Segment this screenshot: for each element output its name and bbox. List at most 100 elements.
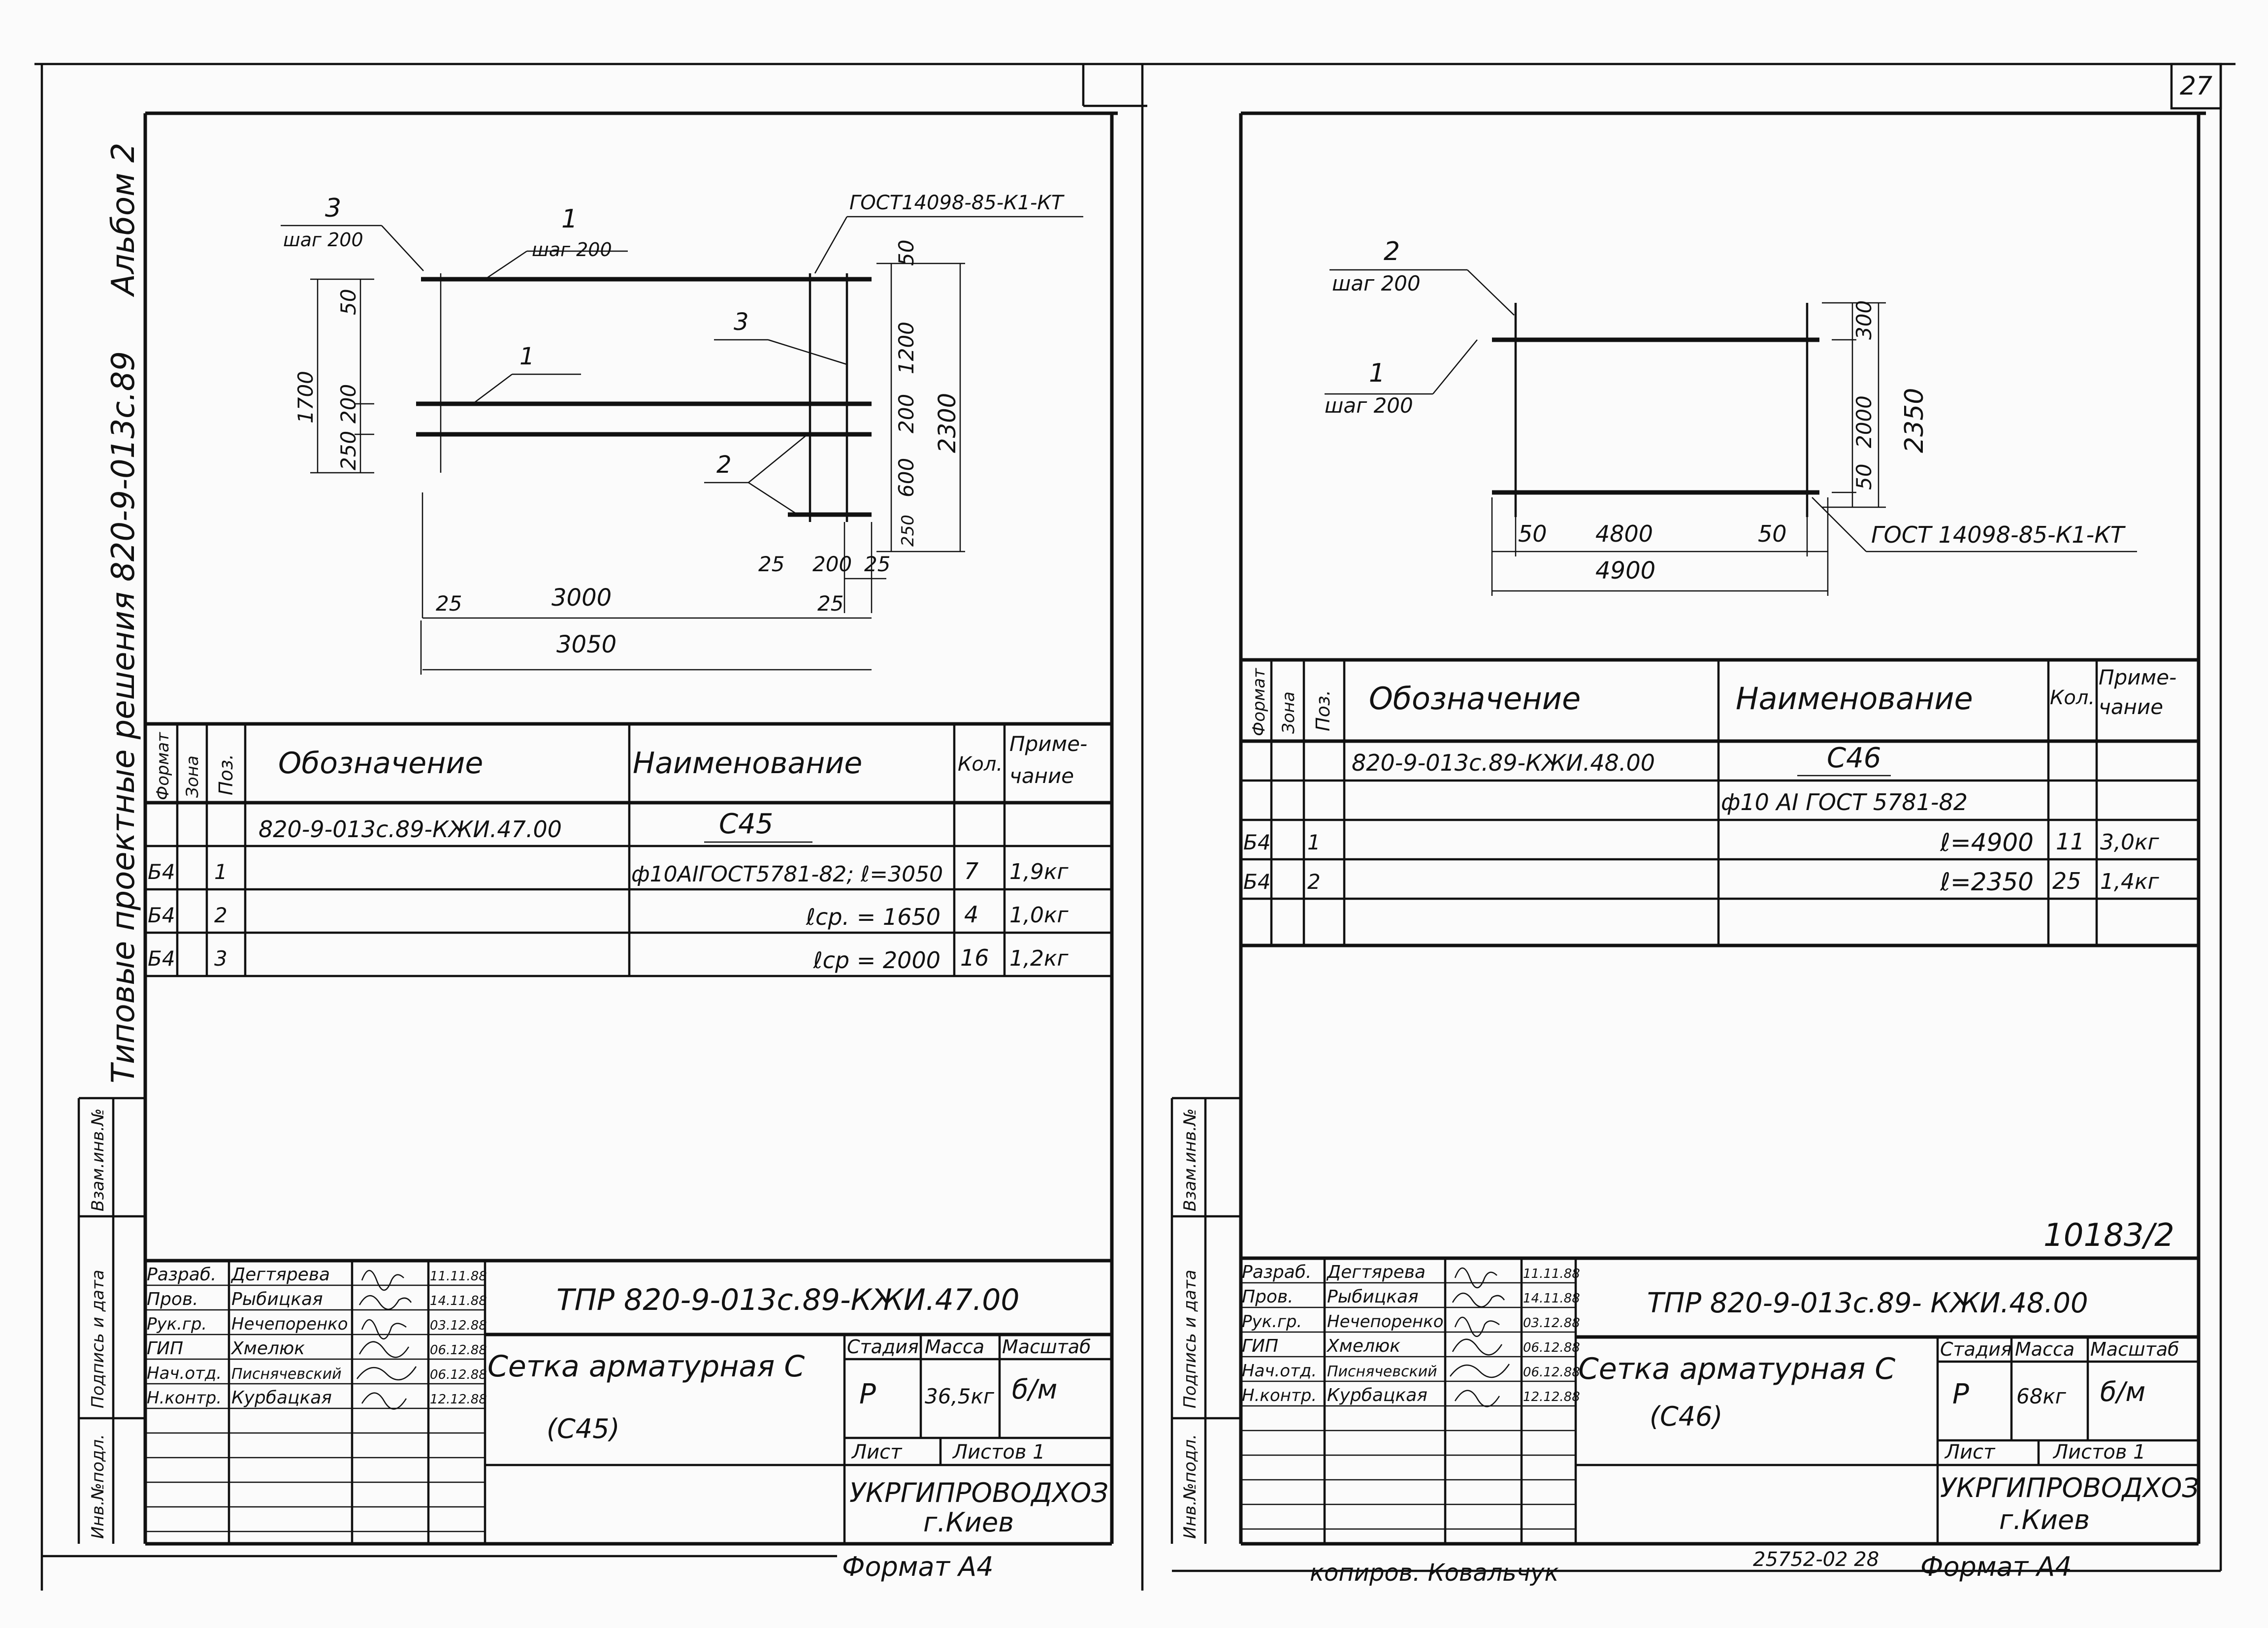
left-mass: 36,5кг xyxy=(925,1384,995,1408)
right-dim-250: 250 xyxy=(898,515,918,547)
left-scale: б/м xyxy=(1012,1374,1057,1405)
right-inv-label: Инв.№подл. xyxy=(1180,1434,1200,1539)
right-pos2-num: 2 xyxy=(1384,237,1400,266)
right-title-block: ТПР 820-9-013с.89- КЖИ.48.00 Сетка армат… xyxy=(1241,1256,2199,1544)
right-sheets-label: Листов 1 xyxy=(2052,1441,2146,1464)
left-title-2: (С45) xyxy=(547,1413,620,1444)
left-name-3: Хмелюк xyxy=(230,1338,305,1359)
right-role-1: Пров. xyxy=(1242,1287,1294,1307)
bottom-dim-3000: 3000 xyxy=(551,584,612,612)
left-row3-note: 1,0кг xyxy=(1009,903,1069,928)
right-hdr-note-1: Приме- xyxy=(2099,665,2176,689)
album-label: Альбом 2 xyxy=(105,143,142,297)
left-date-0: 11.11.88 xyxy=(430,1269,487,1284)
left-row3-name: ℓср. = 1650 xyxy=(806,904,940,930)
left-hdr-note-1: Приме- xyxy=(1009,732,1087,756)
r-row3-name: ℓ=4900 xyxy=(1940,828,2034,857)
right-title-2: (С46) xyxy=(1650,1401,1723,1432)
left-stage: Р xyxy=(859,1378,876,1410)
r-row4-note: 1,4кг xyxy=(2100,869,2160,894)
r-row2-name: ф10 АI ГОСТ 5781-82 xyxy=(1721,789,1968,815)
left-hdr-format: Формат xyxy=(153,732,173,800)
right-pos2-step: шаг 200 xyxy=(1332,271,1421,295)
left-row1-designation: 820-9-013с.89-КЖИ.47.00 xyxy=(259,816,562,843)
right-mesh-drawing: 300 2000 50 2350 50 4800 50 4900 2 шаг 2… xyxy=(1325,237,2137,596)
right-date-5: 12.12.88 xyxy=(1523,1390,1580,1404)
r-row3-note: 3,0кг xyxy=(2100,830,2160,855)
bottom-dim-b2: 200 xyxy=(812,552,852,576)
album-margin-label: Альбом 2 Типовые проектные решения 820-9… xyxy=(105,143,142,1083)
left-spec-table: Формат Зона Поз. Обозначение Наименовани… xyxy=(145,722,1112,977)
left-role-0: Разраб. xyxy=(147,1265,216,1285)
right-hdr-scale: Масштаб xyxy=(2090,1338,2179,1360)
right-format-label: Формат А4 xyxy=(1920,1551,2072,1582)
left-role-3: ГИП xyxy=(147,1338,183,1359)
right-gost: ГОСТ 14098-85-К1-КТ xyxy=(1871,521,2126,548)
left-hdr-zone: Зона xyxy=(183,755,202,798)
right-dim-50: 50 xyxy=(894,240,918,266)
left-org-2: г.Киев xyxy=(923,1507,1014,1538)
r-dim-300: 300 xyxy=(1852,300,1876,340)
bottom-dim-b4: 25 xyxy=(817,591,843,616)
right-podpis-label: Подпись и дата xyxy=(1180,1270,1200,1408)
right-dim-1200: 1200 xyxy=(894,322,918,374)
left-leader3: 3 xyxy=(734,308,749,336)
left-name-4: Писнячевский xyxy=(231,1366,342,1383)
right-pos1-step: шаг 200 xyxy=(1325,393,1413,418)
right-dim-600: 600 xyxy=(894,458,918,497)
right-name-3: Хмелюк xyxy=(1326,1336,1400,1356)
left-name-0: Дегтярева xyxy=(230,1265,330,1285)
left-row2-name: ф10АIГОСТ5781-82; ℓ=3050 xyxy=(631,862,943,887)
right-date-2: 03.12.88 xyxy=(1523,1316,1580,1331)
right-hdr-name: Наименование xyxy=(1736,681,1973,716)
left-doc-code: ТПР 820-9-013с.89-КЖИ.47.00 xyxy=(556,1283,1020,1317)
left-date-3: 06.12.88 xyxy=(430,1343,487,1358)
bottom-dim-25: 25 xyxy=(436,591,462,616)
left-row2-note: 1,9кг xyxy=(1009,859,1069,884)
left-hdr-note-2: чание xyxy=(1009,764,1074,788)
right-hdr-qty: Кол. xyxy=(2050,686,2095,709)
r-row4-qty: 25 xyxy=(2052,868,2081,894)
r-row3-format: Б4 xyxy=(1243,830,1271,854)
right-sheet-label: Лист xyxy=(1944,1441,1996,1464)
right-hdr-format: Формат xyxy=(1249,668,1269,736)
left-hdr-name: Наименование xyxy=(633,746,862,781)
right-role-4: Нач.отд. xyxy=(1242,1361,1317,1381)
left-date-5: 12.12.88 xyxy=(430,1392,487,1407)
left-sheets-label: Листов 1 xyxy=(952,1441,1045,1464)
left-row1-name: С45 xyxy=(719,808,773,840)
right-hdr-note-2: чание xyxy=(2099,695,2163,719)
r-dim-50: 50 xyxy=(1852,464,1876,490)
left-sheet: Взам.инв.№ Подпись и дата Инв.№подл. 50 xyxy=(77,111,1118,1582)
right-dim-200: 200 xyxy=(894,394,918,433)
left-row4-note: 1,2кг xyxy=(1009,946,1069,971)
left-mesh-drawing: 50 200 250 1700 50 1200 200 600 250 2300… xyxy=(281,192,1083,675)
left-name-1: Рыбицкая xyxy=(231,1289,323,1309)
left-hdr-designation: Обозначение xyxy=(278,746,483,781)
r-dim-b4900: 4900 xyxy=(1595,557,1655,585)
bottom-dim-3050: 3050 xyxy=(556,631,616,658)
right-name-0: Дегтярева xyxy=(1326,1262,1426,1282)
r-dim-b50a: 50 xyxy=(1518,521,1547,547)
left-dim-1700: 1700 xyxy=(293,371,318,423)
left-pos3-num: 3 xyxy=(325,194,341,223)
right-mass: 68кг xyxy=(2016,1384,2067,1408)
left-leader1: 1 xyxy=(519,343,535,370)
left-pos1-step: шаг 200 xyxy=(532,239,612,260)
left-row2-pos: 1 xyxy=(214,860,227,884)
left-row4-name: ℓср = 2000 xyxy=(813,947,940,974)
right-role-5: Н.контр. xyxy=(1242,1386,1317,1405)
r-dim-b50b: 50 xyxy=(1758,521,1787,547)
left-row3-pos: 2 xyxy=(214,903,227,927)
r-dim-2350: 2350 xyxy=(1900,388,1929,453)
right-stage: Р xyxy=(1952,1378,1969,1410)
r-row4-pos: 2 xyxy=(1307,870,1321,894)
left-gost: ГОСТ14098-85-К1-КТ xyxy=(849,192,1065,214)
stamp-number: 25752-02 28 xyxy=(1753,1548,1879,1571)
right-name-2: Нечепоренко xyxy=(1327,1312,1444,1332)
right-org-2: г.Киев xyxy=(1999,1504,2090,1535)
left-name-2: Нечепоренко xyxy=(231,1314,348,1334)
r-row4-format: Б4 xyxy=(1243,870,1271,894)
left-inv-label: Инв.№подл. xyxy=(88,1434,108,1539)
